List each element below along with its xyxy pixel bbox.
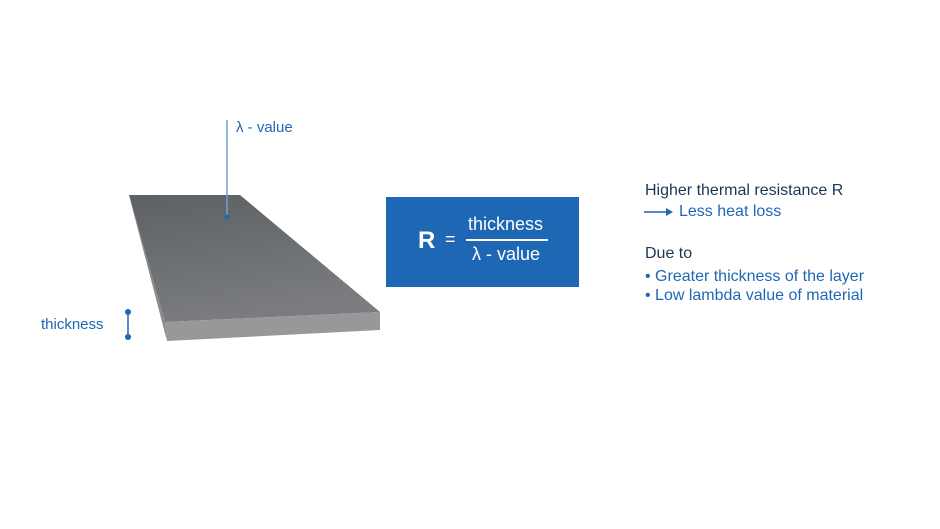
thickness-dot-bottom: [125, 334, 131, 340]
explanation-heading: Higher thermal resistance R: [645, 182, 844, 199]
formula-equals: =: [445, 229, 456, 249]
slab-front-face: [165, 312, 380, 341]
slab-side-face: [129, 195, 167, 341]
formula-denominator: λ - value: [472, 244, 541, 264]
due-to-heading: Due to: [645, 245, 693, 262]
reason-text: Low lambda value of material: [655, 287, 864, 304]
explanation-result: Less heat loss: [679, 203, 782, 220]
formula-r: R: [418, 227, 436, 254]
lambda-pointer-dot: [224, 214, 230, 220]
thickness-dot-top: [125, 309, 131, 315]
thickness-label: thickness: [41, 316, 104, 333]
arrow-icon: [666, 208, 673, 216]
lambda-value-label: λ - value: [236, 119, 293, 136]
slab-top-face: [129, 195, 380, 322]
reason-text: Greater thickness of the layer: [655, 268, 865, 285]
formula-numerator: thickness: [468, 214, 544, 234]
formula-box: R = thickness λ - value: [386, 197, 579, 287]
reason-item: • Greater thickness of the layer: [645, 268, 865, 285]
reason-item: • Low lambda value of material: [645, 287, 864, 304]
fraction-bar: [466, 239, 548, 241]
